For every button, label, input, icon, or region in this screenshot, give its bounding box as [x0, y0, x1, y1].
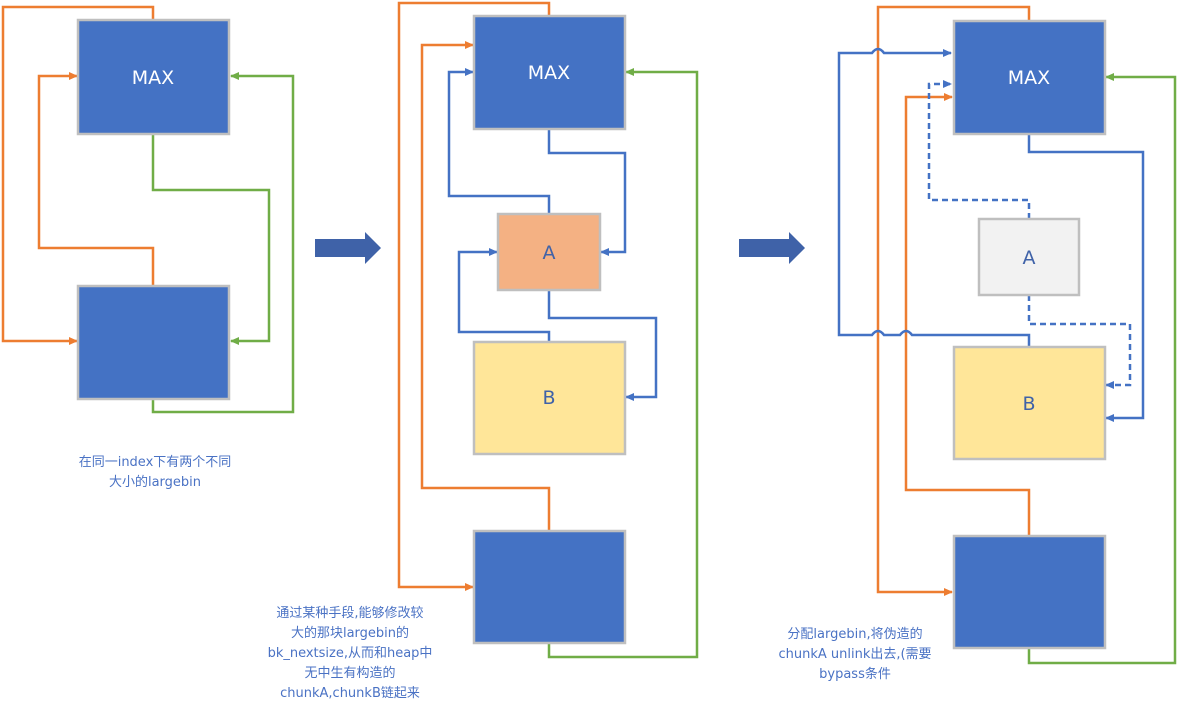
- p3-a-label: A: [1023, 247, 1036, 269]
- p2-max-fd-link: [397, 1, 551, 591]
- p2-max-fd-nextsize-to-a-link: [547, 129, 627, 256]
- caption-line: bypass条件: [819, 667, 891, 682]
- right-arrow-icon: [739, 232, 805, 264]
- p3-b-label: B: [1022, 393, 1035, 415]
- p2-chunk-bk-nextsize-link: [547, 68, 699, 659]
- p2-a-fd-nextsize-to-b-link: [547, 290, 658, 401]
- right-arrow-icon: [315, 232, 381, 264]
- p2-small-chunk: [472, 529, 627, 645]
- panel-3: MAX A B: [837, 5, 1177, 665]
- p3-max-chunk: MAX: [952, 19, 1107, 136]
- panel-1-caption: 在同一index下有两个不同 大小的largebin: [40, 453, 270, 493]
- p3-chunk-bk-link: [904, 93, 1031, 536]
- p3-fake-chunk-b: B: [952, 345, 1107, 461]
- caption-line: 通过某种手段,能够修改较: [276, 606, 424, 621]
- p3-small-chunk: [952, 534, 1107, 650]
- caption-line: 大的那块largebin的: [290, 626, 410, 641]
- p1-max-fd-nextsize-link: [151, 134, 271, 345]
- p2-b-label: B: [542, 387, 555, 409]
- p2-chunk-bk-link: [420, 41, 551, 531]
- caption-line: 无中生有构造的: [304, 666, 396, 681]
- caption-line: chunkA unlink出去,(需要: [778, 647, 932, 662]
- p3-max-label: MAX: [1008, 67, 1050, 89]
- caption-line: 在同一index下有两个不同: [78, 455, 232, 470]
- p3-a-bk-nextsize-dashed-link: [927, 80, 1031, 219]
- p3-max-fd-nextsize-to-b-link: [1027, 134, 1145, 422]
- caption-line: 大小的largebin: [108, 475, 202, 490]
- p3-b-bk-nextsize-to-max-link: [837, 47, 1031, 347]
- p3-unlinked-chunk-a: A: [977, 217, 1081, 297]
- p2-fake-chunk-a: A: [496, 212, 602, 292]
- p1-chunk-bk-link: [37, 72, 155, 286]
- p1-max-fd-link: [1, 5, 155, 345]
- p1-max-chunk: MAX: [76, 18, 231, 136]
- panel-3-caption: 分配largebin,将伪造的 chunkA unlink出去,(需要 bypa…: [740, 625, 970, 685]
- p2-b-bk-nextsize-to-a-link: [457, 248, 551, 342]
- p2-a-label: A: [543, 242, 556, 264]
- p3-max-fd-link: [876, 5, 1031, 596]
- p1-chunk-bk-nextsize-link: [151, 72, 295, 414]
- p1-max-label: MAX: [132, 67, 174, 89]
- p3-chunk-bk-nextsize-link: [1027, 73, 1177, 665]
- p2-fake-chunk-b: B: [472, 340, 627, 456]
- p2-a-bk-nextsize-to-max-link: [447, 68, 551, 214]
- p3-a-fd-nextsize-dashed-link: [1027, 295, 1132, 389]
- panel-2-caption: 通过某种手段,能够修改较 大的那块largebin的 bk_nextsize,从…: [235, 604, 465, 704]
- panel-1: MAX: [1, 5, 295, 414]
- caption-line: 分配largebin,将伪造的: [787, 627, 923, 642]
- panel-2: MAX A B: [397, 1, 699, 659]
- p2-max-label: MAX: [528, 62, 570, 84]
- caption-line: chunkA,chunkB链起来: [280, 686, 420, 701]
- p1-small-chunk: [76, 284, 231, 401]
- p2-max-chunk: MAX: [472, 14, 627, 131]
- caption-line: bk_nextsize,从而和heap中: [267, 646, 433, 661]
